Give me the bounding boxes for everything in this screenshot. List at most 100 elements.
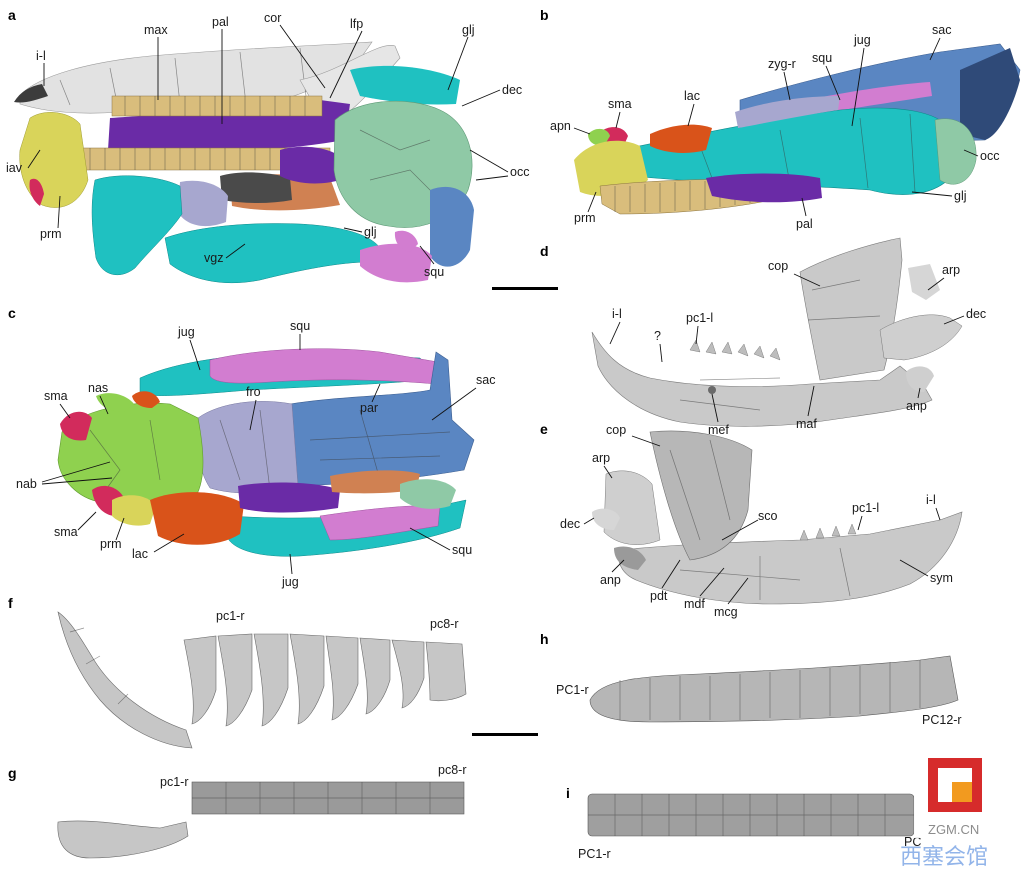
label-b-prm: prm xyxy=(574,211,596,225)
label-a-iav: iav xyxy=(6,161,23,175)
label-b-jug: jug xyxy=(853,33,871,47)
basicranium xyxy=(178,180,228,227)
lacrimal-b xyxy=(650,124,712,153)
pterygoid xyxy=(280,146,345,184)
label-d-arp: arp xyxy=(942,263,960,277)
premaxilla-c xyxy=(112,495,156,526)
label-h-PC12-r: PC12-r xyxy=(922,713,962,727)
maxilla xyxy=(19,41,373,114)
label-a-squ: squ xyxy=(424,265,444,279)
panel-f: f pc1-r pc8-r xyxy=(8,595,538,749)
incisor-g xyxy=(57,820,189,859)
skull-roof-a xyxy=(430,186,474,267)
coronoid-e xyxy=(649,430,753,561)
label-c-lac: lac xyxy=(132,547,148,561)
occipital-b xyxy=(934,118,977,185)
tooth-row-upper xyxy=(111,95,323,117)
lacrimal-c-top xyxy=(132,391,160,408)
label-b-sma: sma xyxy=(608,97,632,111)
label-e-sco: sco xyxy=(758,509,778,523)
watermark-text-cjk: 西塞会馆 xyxy=(900,844,988,869)
squamosal-c-top xyxy=(209,348,439,385)
label-g-pc8-r: pc8-r xyxy=(438,763,466,777)
label-e-cop: cop xyxy=(606,423,626,437)
label-b-sac: sac xyxy=(932,23,951,37)
label-a-i-l: i-l xyxy=(36,49,46,63)
label-a-cor: cor xyxy=(264,11,281,25)
label-c-fro: fro xyxy=(246,385,261,399)
premaxilla-b xyxy=(574,140,648,196)
label-b-apn: apn xyxy=(550,119,571,133)
panel-i: i PC1-r PC xyxy=(566,785,921,861)
postcanine-row-f xyxy=(183,633,467,727)
panel-c: c jug squ fro par xyxy=(8,305,495,589)
coronoid-d xyxy=(799,237,903,381)
articular-d-fragment xyxy=(908,264,940,300)
label-a-pal: pal xyxy=(212,15,229,29)
label-a-glj: glj xyxy=(462,23,475,37)
label-b-occ: occ xyxy=(980,149,999,163)
label-b-zyg-r: zyg-r xyxy=(768,57,796,71)
occipital-c xyxy=(400,479,456,509)
label-d-i-l: i-l xyxy=(612,307,622,321)
articular-d xyxy=(879,314,963,361)
incisor-f xyxy=(57,611,193,749)
label-e-anp: anp xyxy=(600,573,621,587)
braincase-dark xyxy=(220,172,292,203)
panel-e: e cop arp sco pc1-l i-l dec anp pdt mdf … xyxy=(540,421,963,619)
panel-letter-i: i xyxy=(566,785,570,801)
label-g-pc1-r: pc1-r xyxy=(160,775,188,789)
tooth-row-d xyxy=(689,339,781,361)
label-a-lfp: lfp xyxy=(350,17,363,31)
angular-e xyxy=(614,546,646,570)
skull-roof-b-back xyxy=(960,48,1020,140)
label-h-PC1-r: PC1-r xyxy=(556,683,589,697)
lacrimal-c xyxy=(150,492,244,545)
tooth-row-i xyxy=(587,793,915,837)
panel-letter-h: h xyxy=(540,631,549,647)
mental-foramen xyxy=(708,386,716,394)
zygomatic-b xyxy=(735,96,840,128)
label-d-cop: cop xyxy=(768,259,788,273)
label-e-dec: dec xyxy=(560,517,580,531)
squamosal-c-bottom xyxy=(319,505,441,541)
tooth-row-h xyxy=(589,655,959,723)
watermark-text-latin: ZGM.CN xyxy=(928,822,979,837)
label-e-pc1-l: pc1-l xyxy=(852,501,879,515)
label-f-pc1-r: pc1-r xyxy=(216,609,244,623)
label-a-prm: prm xyxy=(40,227,62,241)
incisor-left xyxy=(14,84,48,103)
squamosal-a xyxy=(360,243,432,283)
label-c-par: par xyxy=(360,401,378,415)
panel-g: g pc1-r pc8-r xyxy=(8,763,466,859)
label-c-jug: jug xyxy=(177,325,195,339)
label-e-pdt: pdt xyxy=(650,589,668,603)
label-b-lac: lac xyxy=(684,89,700,103)
panel-letter-d: d xyxy=(540,243,549,259)
septomaxilla xyxy=(29,178,44,206)
label-e-sym: sym xyxy=(930,571,953,585)
panel-letter-e: e xyxy=(540,421,548,437)
label-c-sma2: sma xyxy=(54,525,78,539)
glenoid-a xyxy=(394,230,418,252)
label-f-pc8-r: pc8-r xyxy=(430,617,458,631)
label-d-anp: anp xyxy=(906,399,927,413)
label-b-squ: squ xyxy=(812,51,832,65)
label-a-max: max xyxy=(144,23,168,37)
label-c-sma: sma xyxy=(44,389,68,403)
panel-letter-a: a xyxy=(8,7,16,23)
tooth-row-e xyxy=(799,523,857,541)
dentary-e xyxy=(618,511,963,605)
label-c-squ: squ xyxy=(290,319,310,333)
label-c-nas: nas xyxy=(88,381,108,395)
label-a-vgz: vgz xyxy=(204,251,223,265)
braincase-c xyxy=(330,470,420,494)
watermark-logo: ZGM.CN 西塞会馆 xyxy=(900,746,998,869)
panel-letter-c: c xyxy=(8,305,16,321)
label-e-arp: arp xyxy=(592,451,610,465)
panel-a: a xyxy=(6,7,558,290)
panel-letter-f: f xyxy=(8,595,13,611)
label-i-PC1-r: PC1-r xyxy=(578,847,611,861)
panel-b: b zyg-r squ jug sac sma la xyxy=(540,7,1021,231)
label-c-squ2: squ xyxy=(452,543,472,557)
